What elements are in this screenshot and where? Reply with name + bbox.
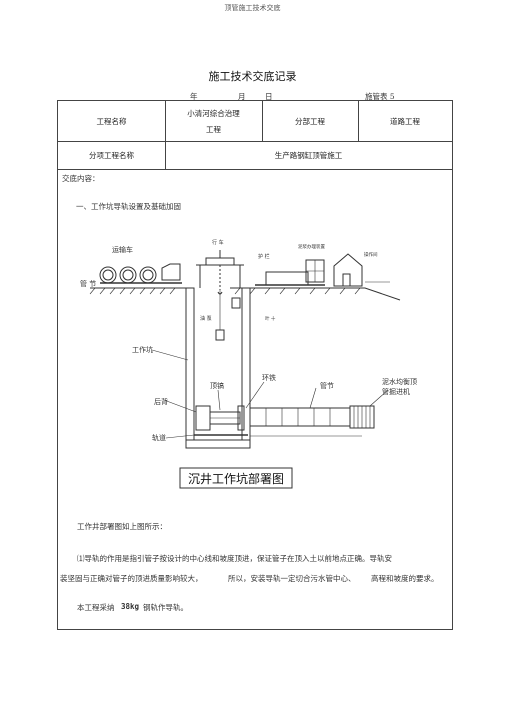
- label-rail: 轨道: [152, 433, 166, 442]
- label-backrest: 后背: [154, 397, 168, 406]
- content-label: 交底内容：: [62, 174, 100, 183]
- project-name-value: 小清河综合治理 工程: [165, 101, 262, 141]
- table-col-divider-2: [262, 101, 263, 141]
- table-col-divider-3: [358, 101, 359, 141]
- date-month: 月: [238, 92, 246, 101]
- diagram-caption: 沉井工作坑部署图: [188, 471, 284, 486]
- truck-cab: [161, 263, 181, 281]
- label-pipe-joint: 管节: [320, 381, 334, 390]
- hanging-block: [215, 329, 225, 341]
- form-number: 施管表 5: [365, 92, 395, 101]
- item-name-label: 分项工程名称: [89, 150, 134, 160]
- date-day: 日: [265, 92, 273, 101]
- label-pump: 油 泵: [200, 315, 212, 322]
- sub-project-label: 分部工程: [295, 116, 325, 126]
- section-title: 一、工作坑导轨设置及基础加固: [76, 202, 181, 211]
- body-paragraph-2-line-1: ⑴导轨的作用是指引管子按设计的中心线和坡度顶进，保证管子在顶入土以前地点正确。导…: [77, 554, 392, 563]
- label-machine-line-1: 泥水均衡顶: [382, 377, 417, 386]
- label-jack: 顶镐: [210, 381, 224, 390]
- project-name-label: 工程名称: [96, 116, 127, 126]
- body-paragraph-2-line-2b: 所以，安装导轨一定切合污水管中心、: [228, 574, 356, 583]
- sub-project-value: 道路工程: [390, 116, 420, 126]
- pit-wall-left: [185, 287, 195, 449]
- project-name-line-1: 小清河综合治理: [187, 108, 240, 118]
- label-crane: 行 车: [212, 239, 224, 246]
- pipe-on-truck-1: [99, 266, 117, 284]
- label-small: 叶 十: [265, 315, 276, 322]
- label-work-pit: 工作坑: [132, 345, 153, 354]
- label-control-room: 操作间: [364, 251, 378, 258]
- document-title: 施工技术交底记录: [208, 70, 297, 83]
- caption-box: [179, 467, 293, 489]
- label-pipe-section: 管 节: [80, 279, 96, 288]
- pipe-on-truck-3: [139, 266, 157, 284]
- body-paragraph-2-line-2c: 高程和坡度的要求。: [371, 574, 439, 583]
- body-paragraph-3a: 本工程采纳: [77, 603, 115, 612]
- item-name-value: 生产路钢缸顶管施工: [274, 150, 343, 160]
- label-transport-car: 运输车: [112, 245, 133, 254]
- pit-floor: [185, 439, 251, 449]
- record-table: 工程名称 小清河综合治理 工程 分部工程 道路工程 分项工程名称 生产路钢缸顶管…: [57, 100, 453, 630]
- label-machine-line-2: 管掘进机: [382, 387, 410, 396]
- mud-device: [265, 271, 309, 286]
- body-paragraph-1: 工作井部署图如上图所示：: [77, 522, 167, 531]
- table-col-divider-1: [165, 101, 166, 169]
- table-row-divider-2: [58, 169, 452, 170]
- pit-wall-right: [241, 287, 251, 449]
- ground-line-right: [230, 287, 401, 301]
- body-paragraph-2-line-2a: 装坚固与正确对管子的顶进质量影响较大，: [60, 574, 203, 583]
- crane-frame: [196, 264, 244, 288]
- pipe-string: [249, 407, 351, 427]
- label-guardrail: 护 栏: [258, 253, 270, 260]
- label-ring-iron: 环铁: [262, 373, 276, 382]
- body-paragraph-3c: 钢轨作导轨。: [143, 603, 188, 612]
- pump-box: [231, 297, 241, 309]
- page-header: 顶管施工技术交底: [224, 4, 281, 12]
- pit-layout-diagram: 运输车 行 车 护 栏 泥浆办理装置 操作间 管 节 油 泵 叶 十 工作坑 环…: [80, 239, 417, 489]
- pipe-on-truck-2: [119, 266, 137, 284]
- project-name-line-2: 工程: [206, 124, 221, 134]
- label-mud-device: 泥浆办理装置: [298, 243, 325, 250]
- date-year: 年: [190, 92, 198, 101]
- ring-iron: [237, 405, 245, 431]
- backrest-block: [195, 405, 211, 431]
- table-row-divider-1: [58, 141, 452, 142]
- body-paragraph-3b: 38kg: [121, 602, 140, 611]
- control-room: [333, 253, 363, 287]
